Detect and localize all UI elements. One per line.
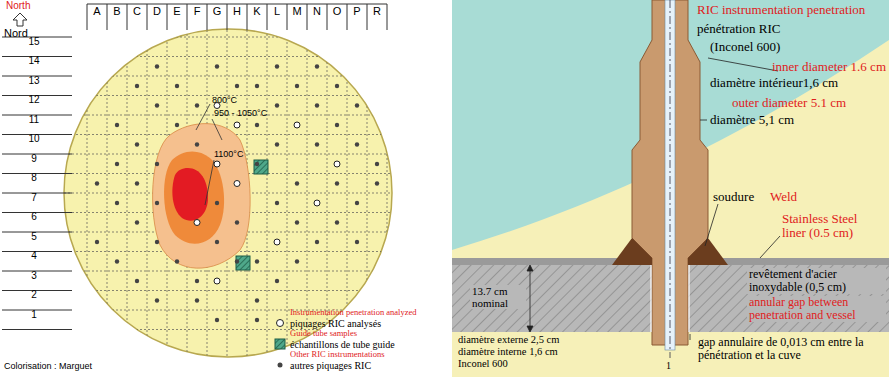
part-annotation: diamètre intérieur1,6 cm bbox=[710, 76, 838, 90]
column-letter: F bbox=[194, 5, 201, 17]
legend-text: échantillons de tube guide bbox=[290, 339, 395, 350]
legend-translation: Guide tube samples bbox=[290, 329, 357, 338]
north-label: North bbox=[6, 0, 30, 11]
column-letter: E bbox=[173, 5, 180, 17]
column-letter: D bbox=[153, 5, 161, 17]
column-letter: P bbox=[353, 5, 360, 17]
row-number: 15 bbox=[28, 36, 39, 47]
legend-translation: Instrumentation penetration analyzed bbox=[290, 308, 417, 317]
column-letter: H bbox=[233, 5, 241, 17]
row-number: 5 bbox=[31, 231, 37, 242]
part-annotation: inner diameter 1.6 cm bbox=[772, 60, 886, 74]
column-letter: G bbox=[213, 5, 222, 17]
part-annotation: RIC instrumentation penetration bbox=[697, 3, 865, 17]
part-annotation: soudure bbox=[713, 190, 754, 204]
column-letter: B bbox=[113, 5, 120, 17]
legend-symbol bbox=[274, 359, 286, 371]
legend-text: piquages RIC analysés bbox=[290, 318, 381, 329]
legend-symbol bbox=[274, 317, 286, 329]
column-letter: M bbox=[292, 5, 301, 17]
legend-text: autres piquages RIC bbox=[290, 360, 371, 371]
part-annotation: diamètre externe 2,5 cm bbox=[458, 334, 559, 346]
column-letter: R bbox=[373, 5, 381, 17]
part-annotation: Weld bbox=[770, 190, 797, 204]
temperature-label: 800°C bbox=[212, 96, 237, 106]
row-number: 4 bbox=[31, 250, 37, 261]
credit-note: Colorisation : Marguet bbox=[4, 362, 92, 372]
row-number: 12 bbox=[28, 94, 39, 105]
part-annotation: gap annulaire de 0,013 cm entre la pénét… bbox=[698, 336, 883, 362]
row-number: 13 bbox=[28, 75, 39, 86]
part-annotation: 13.7 cm nominal bbox=[470, 285, 526, 309]
legend-translation: Other RIC instrumentations bbox=[290, 350, 384, 359]
column-letter: K bbox=[253, 5, 260, 17]
part-annotation: annular gap between penetration and vess… bbox=[747, 296, 886, 322]
part-annotation: Stainless Steel liner (0.5 cm) bbox=[782, 212, 882, 241]
row-number: 3 bbox=[31, 270, 37, 281]
part-annotation: diamètre interne 1,6 cm bbox=[458, 346, 558, 358]
row-number: 1 bbox=[31, 309, 37, 320]
row-number: 10 bbox=[28, 133, 39, 144]
part-annotation: 1 bbox=[666, 360, 671, 371]
part-annotation: revêtement d'acier inoxydable (0,5 cm) bbox=[747, 268, 886, 294]
part-annotation: diamètre 5,1 cm bbox=[710, 113, 794, 127]
legend-symbol bbox=[274, 338, 286, 350]
row-number: 2 bbox=[31, 289, 37, 300]
part-annotation: Inconel 600 bbox=[458, 358, 508, 370]
part-annotation: pénétration RIC bbox=[697, 22, 780, 36]
north-label: Nord bbox=[4, 27, 28, 39]
row-number: 11 bbox=[29, 114, 39, 125]
column-letter: C bbox=[133, 5, 141, 17]
part-annotation: outer diameter 5.1 cm bbox=[732, 96, 846, 110]
column-letter: O bbox=[333, 5, 342, 17]
row-number: 14 bbox=[28, 55, 39, 66]
row-number: 8 bbox=[31, 172, 37, 183]
temperature-label: 1100°C bbox=[214, 150, 243, 160]
column-letter: N bbox=[313, 5, 321, 17]
row-number: 6 bbox=[31, 211, 37, 222]
column-letter: L bbox=[274, 5, 280, 17]
column-letter: A bbox=[93, 5, 100, 17]
row-number: 7 bbox=[31, 192, 37, 203]
row-number: 9 bbox=[31, 153, 37, 164]
temperature-label: 950 - 1050°C bbox=[214, 109, 267, 119]
part-annotation: (Inconel 600) bbox=[710, 40, 780, 54]
